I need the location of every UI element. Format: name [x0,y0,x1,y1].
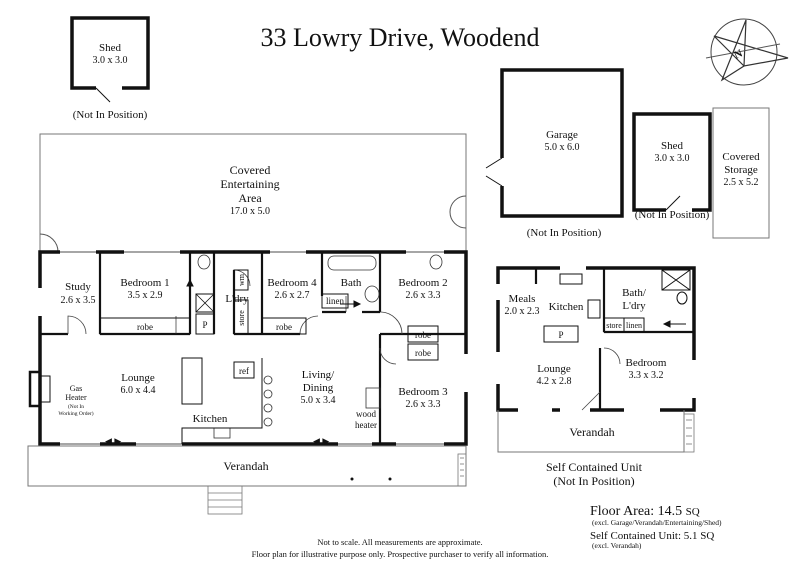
unit-linen: linen [626,321,642,330]
unit-lounge-name: Lounge [537,363,571,375]
unit-bath-line1: Bath/ [622,287,647,299]
wood-heater-line1: wood [356,409,376,419]
bedroom2-name: Bedroom 2 [398,277,447,289]
gas-heater-line2: Heater [65,393,87,402]
entertaining-line1: Covered [230,163,271,177]
wm-label: wm [237,273,246,286]
bedroom1-name: Bedroom 1 [120,277,169,289]
covered-storage: Covered Storage 2.5 x 5.2 [712,107,770,239]
unit-bath-line2: L'dry [622,300,646,312]
study-name: Study [65,281,91,293]
store-main: store [237,310,246,326]
main-verandah: Verandah [27,445,467,487]
entertaining-line2: Entertaining [220,177,279,191]
floor-area-unit: SQ [686,506,700,518]
laundry-name: L'dry [225,293,249,305]
robe-bedroom4: robe [276,322,292,332]
unit-meals-name: Meals [509,293,536,305]
floor-area: Floor Area: 14.5 [590,504,682,519]
garage-size: 5.0 x 6.0 [545,142,580,153]
plan-title: 33 Lowry Drive, Woodend [260,23,539,52]
unit-verandah-label: Verandah [569,425,614,439]
bedroom4-size: 2.6 x 2.7 [275,290,310,301]
shed-main-note: (Not In Position) [73,109,148,121]
shed-main: Shed 3.0 x 3.0 [70,16,150,103]
svg-text:Floor Area: 14.5 SQ: Floor Area: 14.5 SQ [590,504,700,519]
unit-caption-line2: (Not In Position) [553,474,634,488]
floor-area-note: (excl. Garage/Verandah/Entertaining/Shed… [592,518,722,527]
living-line1: Living/ [302,369,335,381]
verandah-main-label: Verandah [223,459,268,473]
self-contained-unit: Meals 2.0 x 2.3 Kitchen Bath/ L'dry stor… [496,266,696,412]
area-summary: Floor Area: 14.5 SQ (excl. Garage/Verand… [590,504,722,550]
robe-bedroom3: robe [415,348,431,358]
living-line2: Dining [303,382,334,394]
bedroom2-size: 2.6 x 3.3 [406,290,441,301]
entertaining-size: 17.0 x 5.0 [230,206,270,217]
shed-unit: Shed 3.0 x 3.0 [632,112,712,213]
linen-main: linen [326,296,344,306]
gas-heater-line4: Working Order) [58,410,93,417]
unit-bedroom-name: Bedroom [626,357,667,369]
unit-caption-line1: Self Contained Unit [546,460,643,474]
unit-area: Self Contained Unit: 5.1 SQ [590,530,714,542]
disclaimer-line2: Floor plan for illustrative purpose only… [252,549,549,559]
living-size: 5.0 x 3.4 [301,395,336,406]
shed-unit-name: Shed [661,140,684,152]
main-house: ◀ ▶ ◀ ▶ Study 2.6 x 3.5 Bedroom 1 3.5 x … [28,250,468,446]
entertaining-line3: Area [238,191,262,205]
bedroom3-size: 2.6 x 3.3 [406,399,441,410]
study-size: 2.6 x 3.5 [61,295,96,306]
covered-entertaining-area: Covered Entertaining Area 17.0 x 5.0 [39,133,467,253]
wood-heater-line2: heater [355,420,377,430]
unit-lounge-size: 4.2 x 2.8 [537,376,572,387]
pantry-main: P [202,320,207,330]
main-steps [207,485,243,515]
svg-text:◀ ▶: ◀ ▶ [105,436,121,446]
gas-heater-line1: Gas [70,384,82,393]
unit-pantry: P [558,330,563,340]
covered-storage-size: 2.5 x 5.2 [724,177,759,188]
bedroom3-name: Bedroom 3 [398,386,448,398]
kitchen-name: Kitchen [193,413,228,425]
shed-unit-size: 3.0 x 3.0 [655,153,690,164]
compass-north-label: N [732,47,744,61]
bedroom4-name: Bedroom 4 [267,277,317,289]
gas-heater-line3: (Not In [68,403,84,410]
lounge-size: 6.0 x 4.4 [121,385,156,396]
garage: Garage 5.0 x 6.0 [485,68,624,218]
shed-unit-note: (Not In Position) [635,209,710,221]
unit-verandah: Verandah [497,410,695,453]
garage-note: (Not In Position) [527,227,602,239]
bath-name: Bath [341,277,362,289]
ref-label: ref [239,366,249,376]
bedroom1-size: 3.5 x 2.9 [128,290,163,301]
garage-name: Garage [546,129,578,141]
unit-store: store [606,321,622,330]
robe-bedroom1: robe [137,322,153,332]
svg-text:◀ ▶: ◀ ▶ [313,436,329,446]
covered-storage-line2: Storage [724,164,758,176]
covered-storage-line1: Covered [722,151,760,163]
shed-main-size: 3.0 x 3.0 [93,55,128,66]
unit-area-note: (excl. Verandah) [592,541,642,550]
compass-icon: N [705,18,789,86]
lounge-name: Lounge [121,372,155,384]
shed-main-name: Shed [99,42,122,54]
unit-bedroom-size: 3.3 x 3.2 [629,370,664,381]
disclaimer-line1: Not to scale. All measurements are appro… [317,537,482,547]
robe-bedroom2: robe [415,330,431,340]
unit-kitchen-name: Kitchen [549,301,584,313]
unit-meals-size: 2.0 x 2.3 [505,306,540,317]
